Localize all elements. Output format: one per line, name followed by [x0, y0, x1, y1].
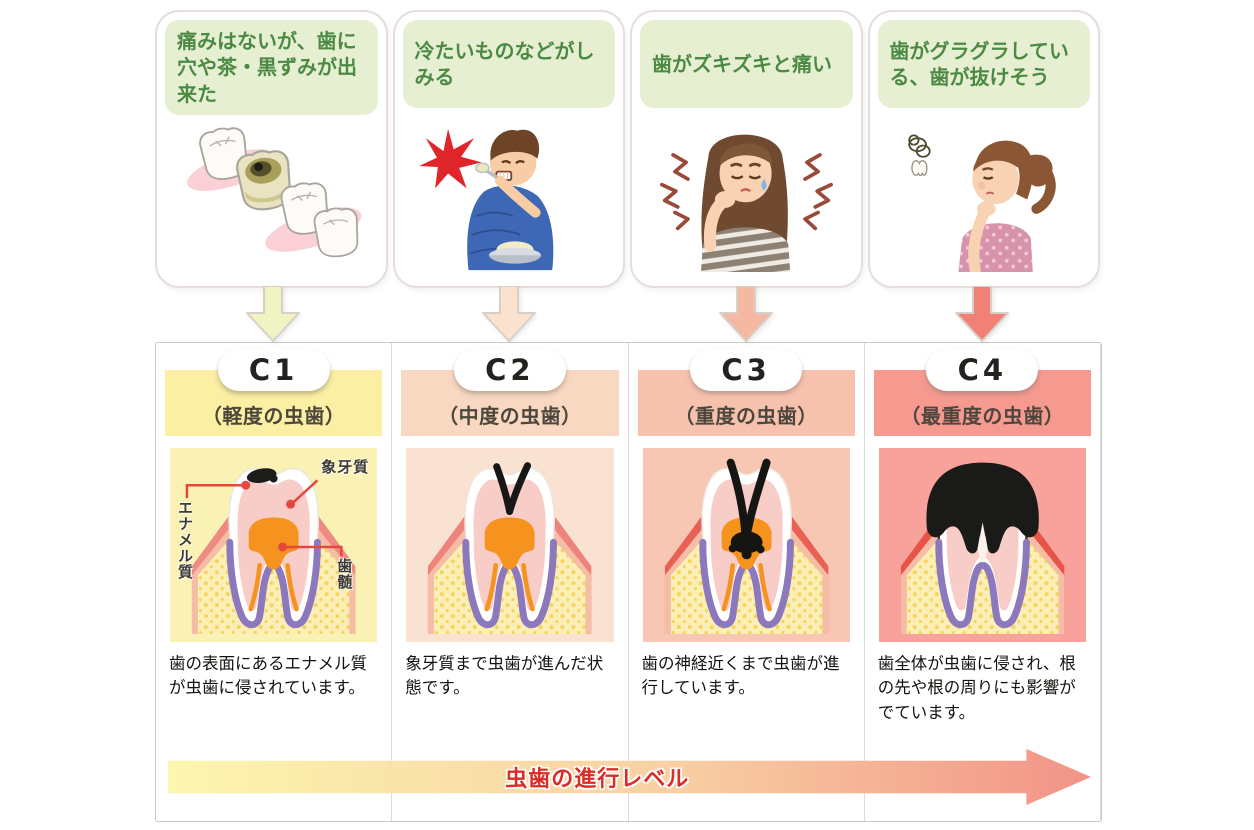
progress-arrow-label: 虫歯の進行レベル	[505, 767, 690, 792]
symptom-card-c1: 痛みはないが、歯に穴や茶・黒ずみが出来た	[155, 10, 388, 288]
arrow-slot	[391, 286, 627, 344]
stage-code: C3	[721, 353, 771, 387]
tooth-cross-section-svg	[664, 458, 828, 635]
tooth-diagram	[406, 448, 613, 642]
arrow-slot	[864, 286, 1100, 344]
symptom-box: 歯がズキズキと痛い	[640, 20, 853, 108]
dentin-label: 象牙質	[321, 458, 370, 476]
decayed-teeth-svg	[186, 126, 362, 257]
severity-band: （中度の虫歯）	[401, 370, 619, 436]
stage-code: C4	[957, 353, 1008, 387]
symptom-cards-row: 痛みはないが、歯に穴や茶・黒ずみが出来た	[155, 10, 1100, 288]
severity-band: （軽度の虫歯）	[165, 370, 383, 436]
decayed-teeth-illustration	[165, 115, 378, 278]
tooth-cross-section-svg	[900, 462, 1065, 635]
pulp-label: 歯髄	[335, 558, 354, 590]
stage-code-badge: C1	[217, 349, 330, 391]
down-arrows-row	[155, 286, 1100, 344]
arrow-slot	[155, 286, 391, 344]
symptom-box: 痛みはないが、歯に穴や茶・黒ずみが出来た	[165, 20, 378, 116]
down-arrow-icon	[246, 286, 301, 342]
down-arrow-icon	[954, 286, 1009, 342]
stage-description: 歯の表面にあるエナメル質が虫歯に侵されています。	[169, 654, 367, 698]
stage-code: C1	[248, 353, 299, 387]
stage-column-c2: C2 （中度の虫歯） 象牙質まで虫歯が進んだ状態です。	[392, 343, 629, 821]
cold-sensitivity-svg	[419, 128, 554, 271]
symptom-box: 歯がグラグラしている、歯が抜けそう	[877, 20, 1090, 108]
symptom-box: 冷たいものなどがしみる	[402, 20, 615, 108]
stage-description: 象牙質まで虫歯が進んだ状態です。	[405, 654, 604, 698]
tooth-diagram	[170, 448, 377, 642]
tooth-cross-section	[642, 448, 850, 642]
symptom-text: 歯がズキズキと痛い	[652, 51, 832, 76]
throbbing-pain-illustration	[640, 108, 853, 278]
stage-code-badge: C3	[690, 349, 803, 391]
severity-band: （重度の虫歯）	[637, 370, 855, 436]
tooth-cross-section	[406, 448, 614, 642]
stage-description: 歯の神経近くまで虫歯が進行しています。	[641, 654, 840, 698]
symptom-card-c2: 冷たいものなどがしみる	[392, 10, 625, 288]
severity-label: （軽度の虫歯）	[201, 404, 346, 428]
symptom-card-c4: 歯がグラグラしている、歯が抜けそう	[867, 10, 1100, 288]
stage-code-badge: C2	[453, 349, 566, 391]
throbbing-pain-svg	[659, 134, 833, 272]
stage-description: 歯全体が虫歯に侵され、根の先や根の周りにも影響がでています。	[877, 654, 1076, 722]
tooth-cross-section	[878, 448, 1086, 642]
progress-arrow: 虫歯の進行レベル	[168, 749, 1091, 805]
anatomy-pointer-lines	[185, 479, 343, 556]
stage-column-c4: C4 （最重度の虫歯） 歯全体が虫歯に侵され、根の先や根の周りにも影響がでていま…	[865, 343, 1101, 821]
severity-label: （最重度の虫歯）	[900, 404, 1065, 428]
cold-sensitivity-illustration	[403, 108, 616, 278]
tooth-diagram	[879, 448, 1086, 642]
stage-column-c1: C1 （軽度の虫歯） エナメル質 象牙質 歯髄 歯の表面にあるエナメル質が虫歯に…	[156, 343, 393, 821]
enamel-label: エナメル質	[176, 500, 194, 580]
severity-label: （中度の虫歯）	[438, 404, 582, 428]
loose-tooth-svg	[908, 134, 1056, 272]
tooth-diagram	[643, 448, 850, 642]
severity-label: （重度の虫歯）	[674, 404, 818, 428]
symptom-card-c3: 歯がズキズキと痛い	[630, 10, 863, 288]
loose-tooth-illustration	[878, 108, 1091, 278]
down-arrow-icon	[482, 286, 537, 342]
tooth-cross-section-svg	[428, 462, 592, 635]
tooth-cross-section: エナメル質 象牙質 歯髄	[170, 448, 378, 642]
progression-panel: C1 （軽度の虫歯） エナメル質 象牙質 歯髄 歯の表面にあるエナメル質が虫歯に…	[155, 342, 1102, 822]
stage-code: C2	[485, 353, 535, 387]
symptom-text: 冷たいものなどがしみる	[414, 38, 595, 89]
arrow-slot	[628, 286, 864, 344]
tooth-cross-section-svg	[191, 467, 356, 635]
symptom-text: 痛みはないが、歯に穴や茶・黒ずみが出来た	[177, 29, 357, 106]
down-arrow-icon	[718, 286, 773, 342]
stage-code-badge: C4	[926, 349, 1039, 391]
stage-column-c3: C3 （重度の虫歯） 歯の神経近くまで虫歯が進行しています。	[629, 343, 865, 821]
symptom-text: 歯がグラグラしている、歯が抜けそう	[889, 38, 1069, 89]
